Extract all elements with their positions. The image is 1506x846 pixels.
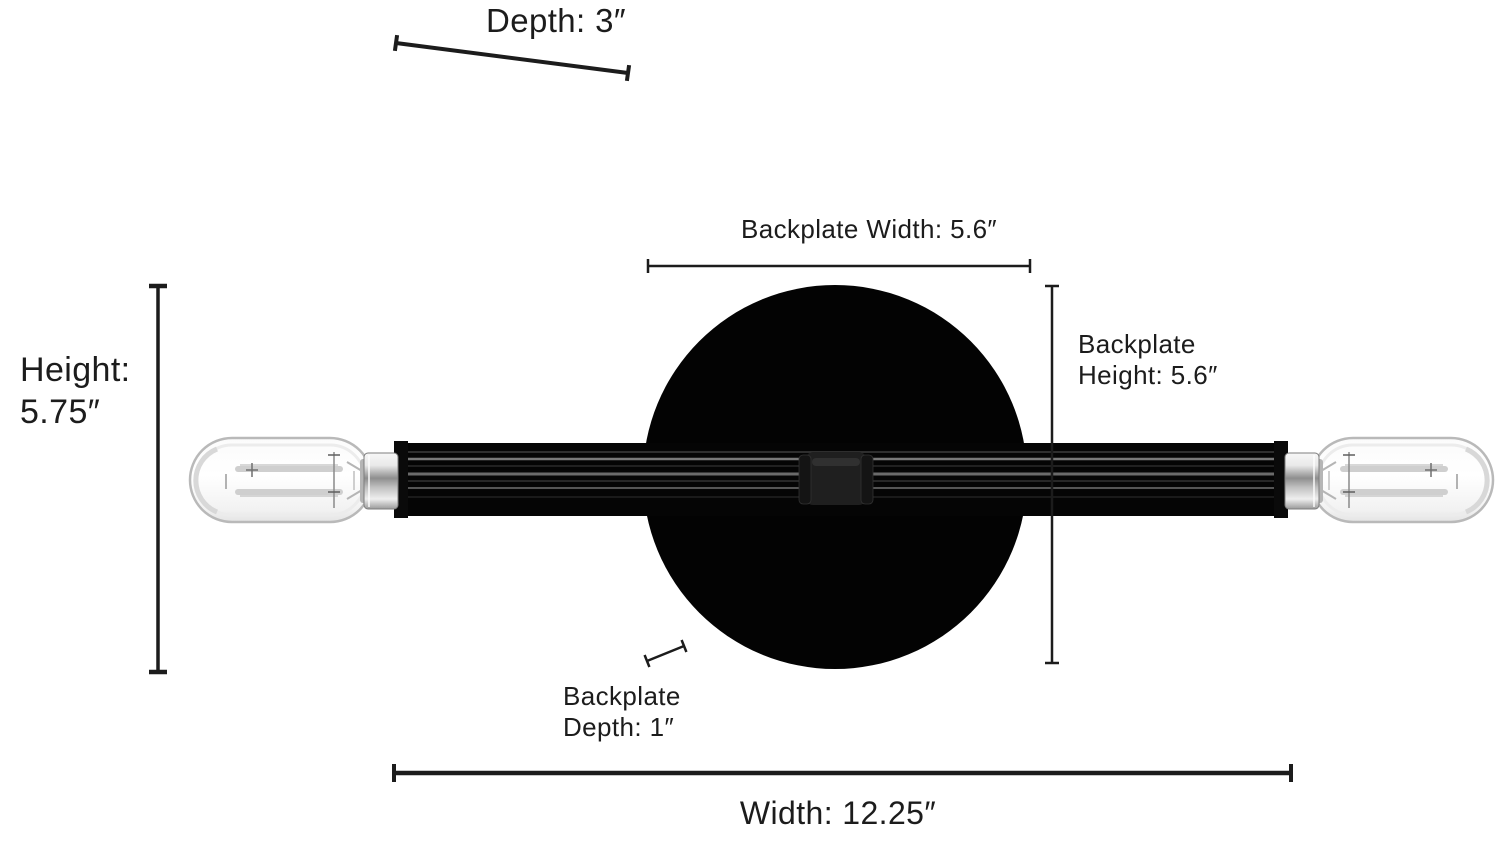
backplate-depth-label-line2: Depth: 1″ — [563, 712, 675, 742]
backplate-depth-line — [643, 639, 688, 668]
backplate-height-label-line1: Backplate — [1078, 329, 1196, 359]
backplate-width-label: Backplate Width: 5.6″ — [740, 214, 998, 244]
height-line — [149, 283, 167, 675]
backplate-depth-label: Backplate Depth: 1″ — [563, 681, 681, 743]
height-label: Height: 5.75″ — [20, 349, 131, 433]
backplate-depth-label-line1: Backplate — [563, 681, 681, 711]
height-label-line2: 5.75″ — [20, 393, 101, 431]
backplate-height-label: Backplate Height: 5.6″ — [1078, 329, 1218, 391]
center-coupling — [798, 452, 874, 505]
backplate-width-line — [646, 259, 1032, 273]
left-bulb — [190, 438, 398, 522]
backplate-height-label-line2: Height: 5.6″ — [1078, 360, 1218, 390]
right-bulb — [1285, 438, 1493, 522]
depth-line — [392, 34, 632, 82]
height-label-line1: Height: — [20, 351, 131, 389]
depth-label: Depth: 3″ — [485, 2, 627, 39]
width-line — [392, 764, 1293, 782]
backplate-height-line — [1045, 284, 1059, 665]
width-label: Width: 12.25″ — [739, 795, 937, 831]
dimension-lines — [149, 34, 1293, 782]
